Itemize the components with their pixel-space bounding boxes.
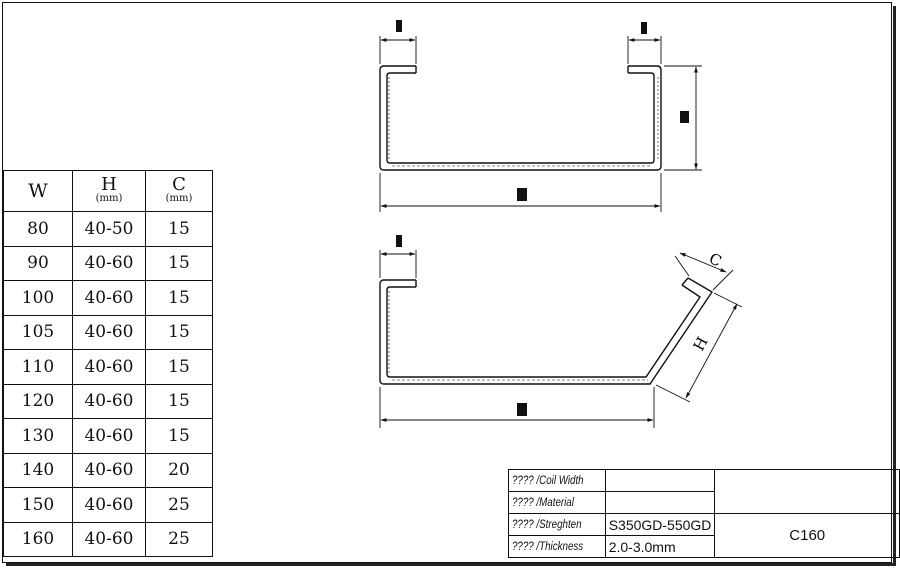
title-row-thickness: ???? /Thickness 2.0-3.0mm: [508, 535, 900, 558]
material-value: [604, 491, 716, 514]
cell-w: 160: [3, 521, 73, 557]
header-c: C(mm): [145, 170, 213, 212]
title-block-blank: [714, 469, 900, 514]
strength-value: S350GD-550GD: [604, 513, 716, 536]
cell-h: 40-60: [72, 418, 146, 454]
cell-w: 105: [3, 314, 73, 350]
drawing-code: C160: [714, 513, 900, 558]
cell-h: 40-60: [72, 487, 146, 523]
cell-h: 40-60: [72, 383, 146, 419]
cell-c: 15: [145, 280, 213, 316]
cell-c: 20: [145, 452, 213, 488]
title-row-strength: ???? /Streghten S350GD-550GD C160: [508, 513, 900, 558]
channel-profile-top: [379, 65, 662, 171]
coil-width-value: [604, 469, 716, 492]
thickness-value: 2.0-3.0mm: [604, 535, 716, 558]
spec-table-header: W H(mm) C(mm): [3, 170, 213, 212]
cell-w: 100: [3, 280, 73, 316]
frame-edge: [893, 6, 896, 566]
cell-c: 15: [145, 418, 213, 454]
frame-edge-bottom: [6, 563, 896, 566]
strength-label: ???? /Streghten: [508, 513, 592, 536]
cell-h: 40-60: [72, 349, 146, 385]
label-c: C: [706, 249, 724, 270]
cell-h: 40-60: [72, 314, 146, 350]
cell-c: 15: [145, 245, 213, 281]
cell-h: 40-60: [72, 521, 146, 557]
cell-w: 80: [3, 211, 73, 247]
dimension-lines-bottom: [379, 250, 743, 428]
header-h: H(mm): [72, 170, 146, 212]
title-row-coil-width: ???? /Coil Width: [508, 469, 900, 514]
title-block: ???? /Coil Width ???? /Material ???? /St…: [508, 469, 900, 558]
channel-profile-bottom: [379, 277, 713, 385]
cell-h: 40-50: [72, 211, 146, 247]
dimension-markers-top: [396, 20, 689, 201]
cell-c: 25: [145, 521, 213, 557]
coil-width-label: ???? /Coil Width: [508, 469, 592, 492]
label-h: H: [690, 334, 712, 354]
cell-h: 40-60: [72, 280, 146, 316]
cell-h: 40-60: [72, 452, 146, 488]
thickness-label: ???? /Thickness: [508, 535, 592, 558]
cell-c: 15: [145, 349, 213, 385]
material-label: ???? /Material: [508, 491, 592, 514]
header-w: W: [3, 170, 73, 212]
dimension-markers-bottom: [396, 235, 527, 416]
dimension-lines-top: [379, 36, 702, 212]
drawing-frame: [2, 2, 892, 563]
cell-h: 40-60: [72, 245, 146, 281]
cell-w: 120: [3, 383, 73, 419]
